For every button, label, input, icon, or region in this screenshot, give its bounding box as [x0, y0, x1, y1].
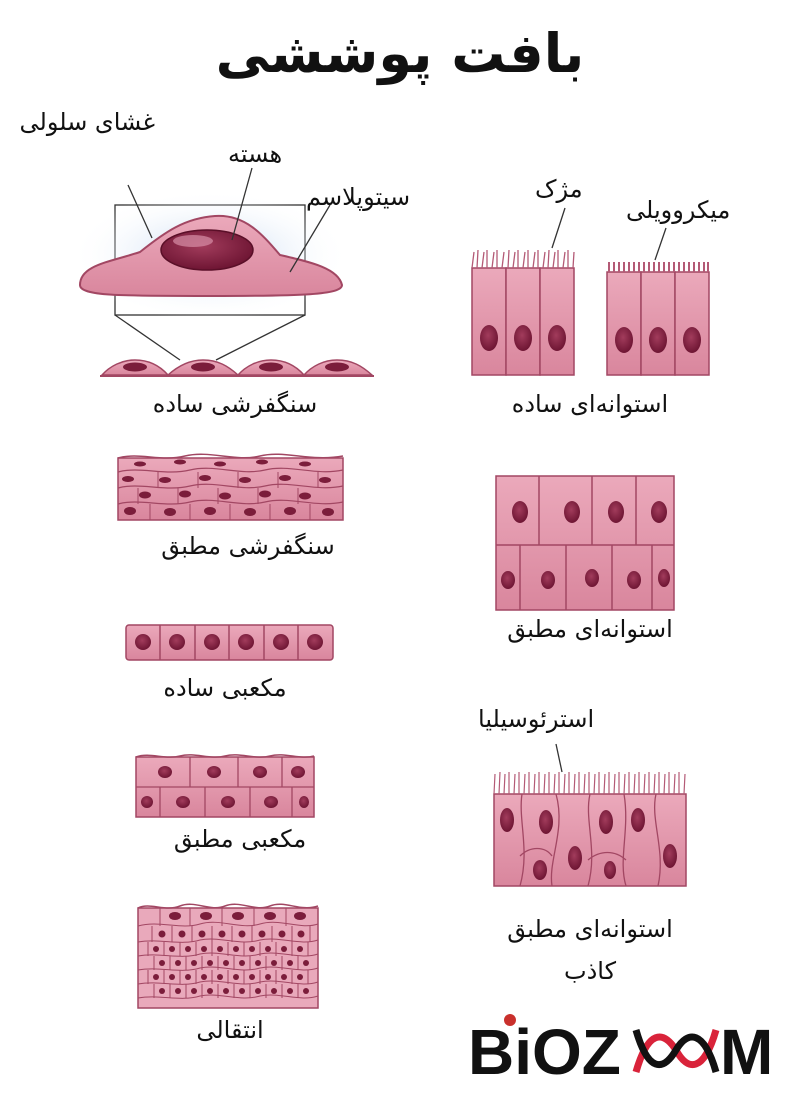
- pseudostratified-label-line2: کاذب: [563, 957, 617, 985]
- stratified-columnar-tissue: [495, 475, 675, 611]
- logo-graphic: BiOZ M: [468, 1014, 773, 1088]
- microvilli-label: میکروویلی: [626, 196, 731, 224]
- stratified-columnar-label: استوانه‌ای مطبق: [507, 615, 673, 643]
- squamous-cell-detail: [70, 167, 350, 361]
- stereocilia-label: استرئوسیلیا: [478, 705, 595, 733]
- cytoplasm-label: سیتوپلاسم: [306, 183, 411, 211]
- simple-squamous-label: سنگفرشی ساده: [152, 390, 318, 418]
- stratified-cuboidal-tissue: [135, 754, 315, 818]
- simple-squamous-tissue: [100, 359, 374, 377]
- transitional-tissue: [137, 903, 319, 1009]
- stratified-squamous-tissue: [117, 453, 344, 521]
- membrane-label: غشای سلولی: [19, 108, 155, 136]
- page-title: بافت پوششی: [215, 22, 585, 85]
- cilia-label: مژک: [535, 175, 583, 203]
- simple-cuboidal-tissue: [125, 624, 334, 661]
- simple-columnar-microvilli: [606, 227, 710, 376]
- logo-text-left: BiOZ: [468, 1016, 621, 1088]
- biozoom-logo: BiOZ M: [468, 1010, 798, 1090]
- stratified-cuboidal-label: مکعبی مطبق: [173, 825, 307, 853]
- simple-cuboidal-label: مکعبی ساده: [163, 674, 287, 702]
- pseudostratified-label-line1: استوانه‌ای مطبق: [507, 915, 673, 943]
- pseudostratified-tissue: [493, 743, 687, 887]
- transitional-label: انتقالی: [196, 1016, 264, 1044]
- simple-columnar-ciliated: [471, 207, 575, 376]
- simple-columnar-label: استوانه‌ای ساده: [511, 390, 669, 418]
- nucleus-label: هسته: [228, 140, 283, 168]
- stratified-squamous-label: سنگفرشی مطبق: [161, 532, 335, 560]
- logo-text-right: M: [720, 1016, 773, 1088]
